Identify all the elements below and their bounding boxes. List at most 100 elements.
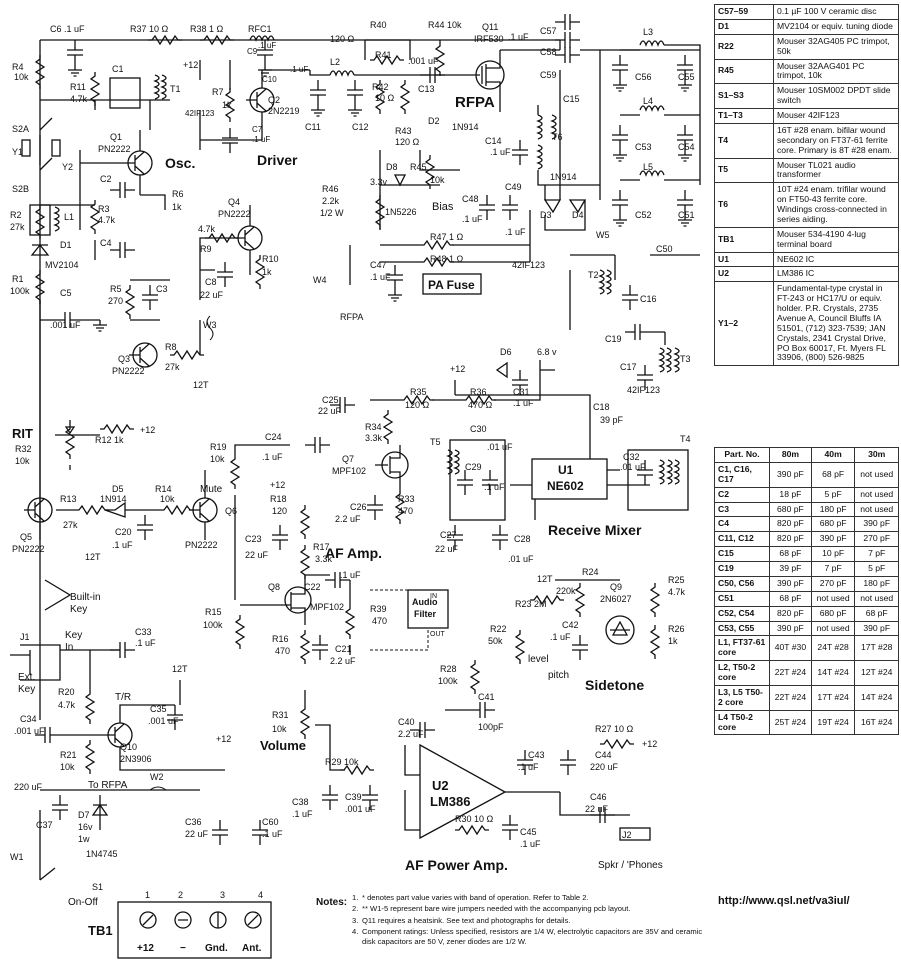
label-r25: R25 (668, 575, 685, 585)
label-y2: Y2 (62, 162, 73, 172)
band-table-cell: not used (854, 590, 899, 607)
value-c34: .001 uF (14, 726, 45, 736)
value-u2: LM386 (430, 794, 470, 809)
value-c21: 2.2 uF (330, 656, 356, 666)
value-r11: 4.7k (70, 94, 88, 104)
label-c5: C5 (60, 288, 72, 298)
band-table-cell: 39 pF (769, 561, 812, 577)
part-ref: T4 (714, 122, 774, 159)
label-r17: R17 (313, 542, 330, 552)
label-r4: R4 (12, 62, 24, 72)
notes-heading: Notes: (316, 897, 348, 908)
label-c25: C25 (322, 395, 339, 405)
value-c37: 220 uF (14, 782, 43, 792)
label-c58: C58 (540, 47, 557, 57)
band-table-cell: 10 pF (810, 546, 856, 562)
value-r3: 4.7k (98, 215, 116, 225)
filter-out-label: OUT (430, 631, 446, 638)
label-r9: R9 (200, 244, 212, 254)
builtin-key-label: Built-in (70, 592, 101, 603)
plus12-label-5: +12 (642, 739, 657, 749)
label-c11: C11 (305, 122, 321, 132)
value-c49: .1 uF (505, 227, 526, 237)
on-off-label: On-Off (68, 897, 98, 908)
band-table-cell: 22T #24 (769, 660, 812, 686)
value-r6: 1k (172, 202, 182, 212)
label-c51: C51 (678, 210, 695, 220)
band-table-cell: 820 pF (769, 531, 812, 548)
band-table-cell: 25T #24 (769, 709, 812, 736)
band-table-cell: C50, C56 (714, 575, 770, 592)
value-r14: 10k (160, 494, 175, 504)
plus12-label-3: +12 (270, 480, 285, 490)
value-c38: .1 uF (292, 809, 313, 819)
band-table-cell: 390 pF (769, 461, 812, 488)
core-label-1: 42IF123 (185, 109, 215, 118)
band-table-cell: 17T #24 (810, 684, 856, 711)
value-r8: 27k (165, 362, 180, 372)
band-table-header: 80m (769, 447, 812, 463)
label-c50: C50 (656, 244, 673, 254)
watt-d7: 1w (78, 834, 90, 844)
label-r48: R48 1 Ω (430, 254, 464, 264)
label-c57: C57 (540, 26, 557, 36)
tb1-label: TB1 (88, 923, 113, 938)
band-table-cell: 14T #24 (810, 660, 856, 686)
band-table-cell: 5 pF (854, 561, 899, 577)
label-r30: R30 10 Ω (455, 814, 494, 824)
value-q10: 2N3906 (120, 754, 152, 764)
part-ref: D1 (714, 18, 774, 35)
band-table-cell: 270 pF (854, 531, 899, 548)
band-table-cell: 390 pF (810, 531, 856, 548)
part-desc: 10T #24 enam. trifilar wound on FT50-43 … (773, 182, 899, 228)
part-desc: Mouser 32AAG401 PC trimpot, 10k (773, 58, 899, 85)
value-r31: 10k (272, 724, 287, 734)
part-desc: Mouser 42IF123 (773, 108, 899, 124)
label-r27: R27 10 Ω (595, 724, 634, 734)
volume-label: Volume (260, 738, 306, 753)
plus12-label-4: +12 (216, 734, 231, 744)
label-r15: R15 (205, 607, 222, 617)
part-desc: 16T #28 enam. bifilar wound secondary on… (773, 122, 899, 159)
tr-label: T/R (115, 692, 131, 703)
label-r37: R37 10 Ω (130, 24, 169, 34)
label-q3: Q3 (118, 354, 130, 364)
value-c33: .1 uF (135, 638, 156, 648)
value-r7: 1k (222, 100, 232, 110)
band-table-cell: 40T #30 (769, 635, 812, 662)
band-table-cell: not used (854, 501, 899, 518)
label-c42: C42 (562, 620, 579, 630)
value-d6: 6.8 v (537, 347, 557, 357)
value-r46: 2.2k (322, 196, 340, 206)
value-u1: NE602 (547, 479, 584, 493)
band-table-cell: 12T #24 (854, 660, 899, 686)
label-d3: D3 (540, 210, 552, 220)
label-u2: U2 (432, 778, 449, 793)
label-r40: R40 (370, 20, 387, 30)
label-c48: C48 (462, 194, 479, 204)
label-c34: C34 (20, 714, 37, 724)
note-item: 2.** W1-5 represent bare wire jumpers ne… (352, 904, 631, 914)
label-r29: R29 10k (325, 757, 359, 767)
osc-stage-label: Osc. (165, 155, 195, 171)
label-l2: L2 (330, 57, 340, 67)
band-table-cell: 680 pF (769, 501, 812, 518)
part-desc: Mouser TL021 audio transformer (773, 157, 899, 184)
label-c29: C29 (465, 462, 482, 472)
note-item: 1.* denotes part value varies with band … (352, 893, 589, 902)
value-r40: 120 Ω (330, 34, 355, 44)
value-r16: 470 (275, 646, 290, 656)
value-r9: 4.7k (198, 224, 216, 234)
value-q7: MPF102 (332, 466, 366, 476)
label-r16: R16 (272, 634, 289, 644)
label-c20: C20 (115, 527, 132, 537)
label-c23: C23 (245, 534, 262, 544)
